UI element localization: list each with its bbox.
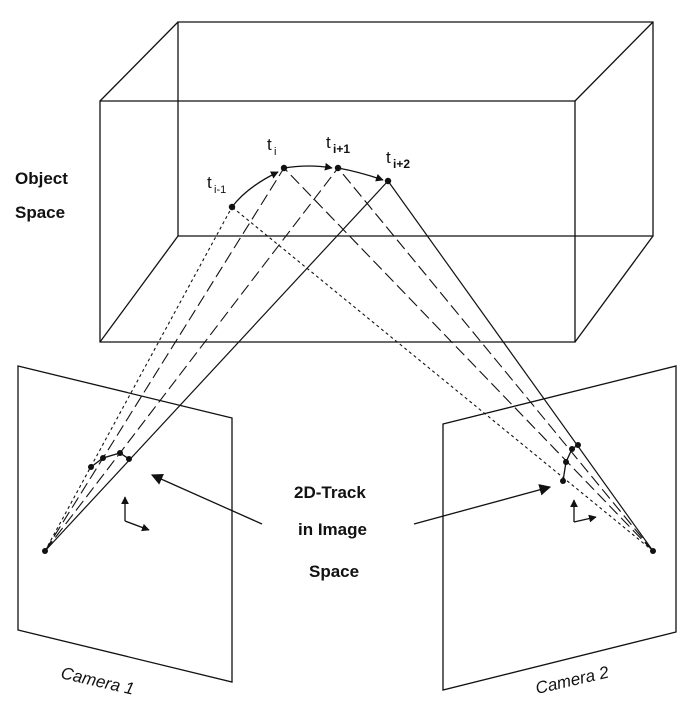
box-front-face [99,100,576,343]
track-segment-3 [337,167,384,182]
track-point-ti+1 [334,164,342,172]
track-label-line2: in Image [298,520,367,539]
time-label-ti+1: t i+1 [326,133,350,156]
box-edge-bottom-left [99,235,179,343]
camera2-axis-right [573,514,597,523]
camera1-label: Camera 1 [59,663,136,698]
time-label-base: t [207,173,212,192]
box-edge-bottom-right [574,235,654,343]
camera1-track-point [100,455,106,461]
camera1-2d-track [42,450,132,554]
camera1-track-line [90,452,130,468]
camera1-axes [121,496,150,532]
time-label-sub: i [274,146,276,158]
camera2-axes [570,499,597,523]
camera1-track-point [117,450,123,456]
camera2-track-point [560,478,566,484]
camera2-track-point [575,442,581,448]
camera2-track-line [562,444,579,482]
time-label-sub: i+2 [393,157,410,171]
camera1-image-plane [17,365,233,683]
ray-c1-ti-1 [44,206,233,552]
track-label-line3: Space [309,562,359,581]
time-label-base: t [386,148,391,167]
box-edge-top-right [574,21,654,102]
ray-c2-ti-1 [231,206,654,552]
ray-c2-ti+1 [337,167,654,552]
time-label-base: t [267,135,272,154]
track-segment-1 [231,171,279,208]
camera2-track-point [569,446,575,452]
ray-c2-ti [283,167,654,552]
object-space-box [99,21,654,343]
ray-c1-ti+1 [44,167,339,552]
track-label-line1: 2D-Track [294,483,366,502]
camera2-track-point [563,459,569,465]
camera2-label: Camera 2 [534,662,612,697]
arrow-to-camera1-track [150,473,263,525]
camera1-axis-right [124,520,150,532]
ray-c2-ti+2 [387,180,654,552]
camera2-center [650,548,656,554]
camera1-center [42,548,48,554]
camera2-image-plane [442,365,677,691]
time-label-ti: t i [267,135,276,158]
object-space-label-line2: Space [15,203,65,222]
time-label-ti-1: t i-1 [207,173,226,196]
ray-c1-ti [44,167,285,552]
object-track [228,162,392,211]
track-segment-2 [283,162,333,171]
camera2-rays [231,167,654,552]
time-label-ti+2: t i+2 [386,148,410,171]
time-label-sub: i+1 [333,142,350,156]
box-back-face [177,21,654,237]
time-label-sub: i-1 [214,184,226,196]
camera1-rays [44,167,389,552]
time-label-base: t [326,133,331,152]
ray-c1-ti+2 [44,180,389,552]
box-edge-top-left [99,21,179,102]
arrow-to-camera2-track [413,484,552,525]
camera1-track-point [126,456,132,462]
track-point-ti-1 [228,203,236,211]
camera1-track-point [88,464,94,470]
camera2-2d-track [560,442,656,554]
track-point-ti+2 [384,177,392,185]
track-point-ti [280,164,288,172]
object-space-label-line1: Object [15,169,68,188]
